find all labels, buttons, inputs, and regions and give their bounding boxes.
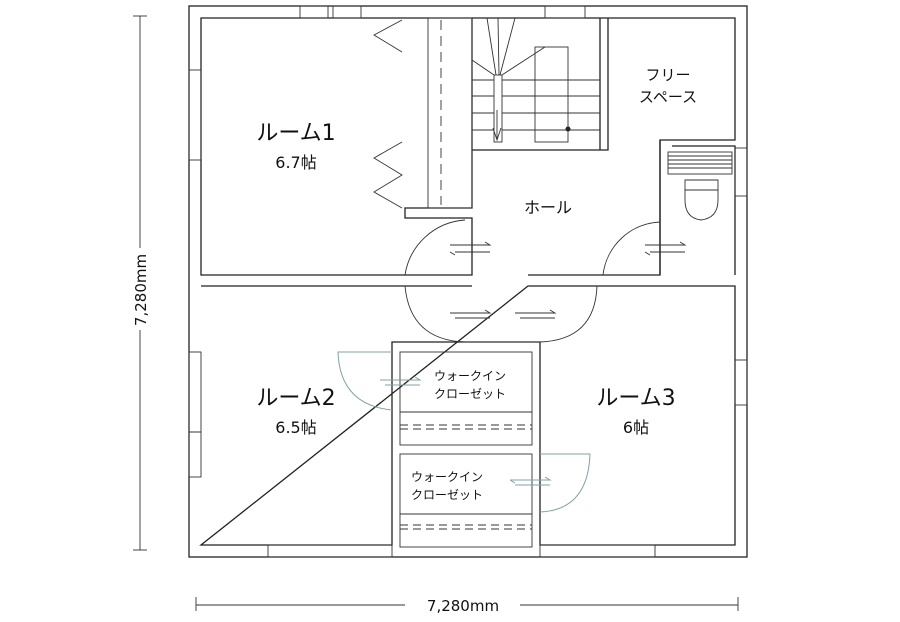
vertical-dimension-label: 7,280mm — [132, 254, 150, 326]
staircase — [471, 17, 600, 143]
horizontal-dimension: 7,280mm — [195, 597, 739, 615]
wic1-label-line2: クローゼット — [434, 387, 506, 401]
walk-in-closets — [337, 351, 591, 548]
toilet — [667, 151, 733, 221]
free-space-label-line2: スペース — [639, 88, 697, 106]
free-space-label-line1: フリー — [645, 66, 690, 84]
wic1-label-line1: ウォークイン — [434, 369, 506, 383]
horizontal-dimension-label: 7,280mm — [427, 597, 499, 615]
room1-size: 6.7帖 — [275, 153, 316, 172]
vertical-dimension: 7,280mm — [132, 15, 150, 551]
closet-room1 — [373, 17, 473, 209]
wic2-label-line1: ウォークイン — [411, 470, 483, 484]
room3-size: 6帖 — [623, 418, 649, 437]
hall-label: ホール — [524, 198, 572, 217]
stair-start-dot — [565, 126, 571, 132]
windows — [188, 5, 748, 558]
room2-size: 6.5帖 — [275, 418, 316, 437]
room3-name: ルーム3 — [596, 386, 675, 411]
room2-name: ルーム2 — [256, 386, 335, 411]
room1-name: ルーム1 — [256, 121, 335, 146]
hall-doors — [404, 219, 687, 343]
wic2-label-line2: クローゼット — [411, 488, 483, 502]
